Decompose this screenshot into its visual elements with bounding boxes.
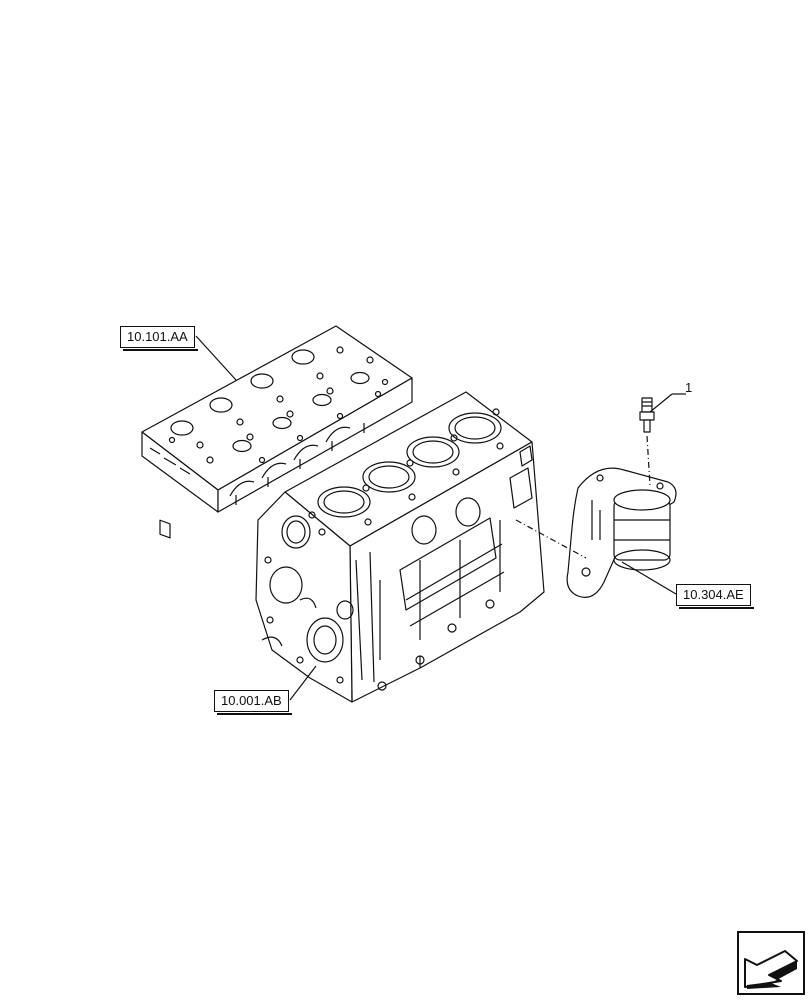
leader-lines <box>195 335 686 701</box>
callout-item-1: 1 <box>685 380 693 395</box>
pressure-sensor-drawing <box>639 397 655 433</box>
reference-label-engine-block[interactable]: 10.001.AB <box>214 690 292 715</box>
oil-filter-drawing <box>566 467 677 598</box>
reference-label-cylinder-head[interactable]: 10.101.AA <box>120 326 198 351</box>
next-page-arrow-icon[interactable] <box>737 931 805 995</box>
reference-label-oil-filter[interactable]: 10.304.AE <box>676 584 754 609</box>
assembly-axis-lines <box>515 435 651 559</box>
engine-block-drawing <box>255 391 545 703</box>
cylinder-head-drawing <box>141 325 413 539</box>
